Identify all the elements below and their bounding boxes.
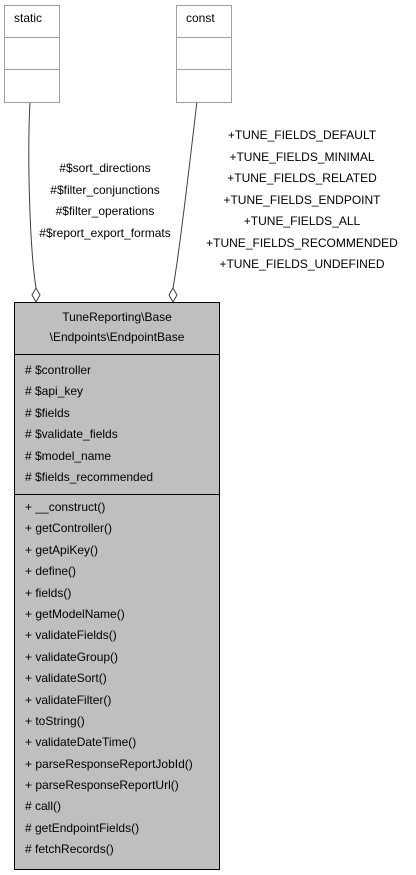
static-member: #$filter_conjunctions <box>50 182 160 197</box>
static-member: #$sort_directions <box>59 161 151 175</box>
const-edge-label: +TUNE_FIELDS_DEFAULT +TUNE_FIELDS_MINIMA… <box>192 125 412 276</box>
const-member: +TUNE_FIELDS_ALL <box>243 214 361 228</box>
operation-row: + toString() <box>25 713 85 728</box>
const-member: +TUNE_FIELDS_RELATED <box>227 171 377 185</box>
static-box[interactable]: static <box>4 5 60 103</box>
operation-row: + define() <box>25 564 77 579</box>
class-name-line1: TuneReporting\Base <box>62 310 172 324</box>
const-member: +TUNE_FIELDS_DEFAULT <box>227 128 377 142</box>
const-member: +TUNE_FIELDS_MINIMAL <box>229 149 375 164</box>
attribute-row: # $validate_fields <box>25 427 118 442</box>
const-member: +TUNE_FIELDS_RECOMMENDED <box>206 235 398 250</box>
const-box[interactable]: const <box>176 5 232 103</box>
static-edge <box>28 100 37 289</box>
class-attributes: # $controller # $api_key # $fields # $va… <box>15 355 219 495</box>
operation-row: # fetchRecords() <box>25 842 114 857</box>
static-box-title: static <box>5 6 59 38</box>
static-box-row <box>5 38 59 70</box>
operation-row: + parseResponseReportUrl() <box>25 778 179 793</box>
attribute-row: # $fields_recommended <box>25 469 154 484</box>
class-name-line2: \Endpoints\EndpointBase <box>49 330 185 344</box>
const-diamond <box>168 286 178 304</box>
operation-row: + fields() <box>25 585 72 600</box>
operation-row: + getModelName() <box>25 606 125 621</box>
attribute-row: # $controller <box>25 363 92 377</box>
const-box-row <box>177 70 231 101</box>
class-operations: + __construct() + getController() + getA… <box>15 495 219 861</box>
operation-row: + __construct() <box>25 500 106 514</box>
operation-row: # call() <box>25 799 62 814</box>
attribute-row: # $api_key <box>25 384 84 399</box>
operation-row: + parseResponseReportJobId() <box>25 756 193 771</box>
static-diamond <box>31 286 41 304</box>
class-name: TuneReporting\Base \Endpoints\EndpointBa… <box>15 303 219 355</box>
attribute-row: # $fields <box>25 405 70 420</box>
static-member: #$report_export_formats <box>39 225 171 240</box>
static-member: #$filter_operations <box>55 204 155 218</box>
endpoint-base-class[interactable]: TuneReporting\Base \Endpoints\EndpointBa… <box>14 302 220 870</box>
static-edge-label: #$sort_directions #$filter_conjunctions … <box>10 158 200 244</box>
const-edge <box>172 100 198 289</box>
const-member: +TUNE_FIELDS_UNDEFINED <box>219 257 385 271</box>
static-box-row <box>5 70 59 101</box>
operation-row: + validateSort() <box>25 671 107 686</box>
operation-row: + validateGroup() <box>25 649 119 664</box>
const-member: +TUNE_FIELDS_ENDPOINT <box>223 192 381 207</box>
const-box-title: const <box>177 6 231 38</box>
operation-row: + getApiKey() <box>25 542 99 557</box>
operation-row: + getController() <box>25 521 113 536</box>
operation-row: + validateDateTime() <box>25 735 137 750</box>
attribute-row: # $model_name <box>25 448 112 463</box>
operation-row: # getEndpointFields() <box>25 820 140 835</box>
operation-row: + validateFilter() <box>25 692 112 707</box>
const-box-row <box>177 38 231 70</box>
operation-row: + validateFields() <box>25 628 117 643</box>
